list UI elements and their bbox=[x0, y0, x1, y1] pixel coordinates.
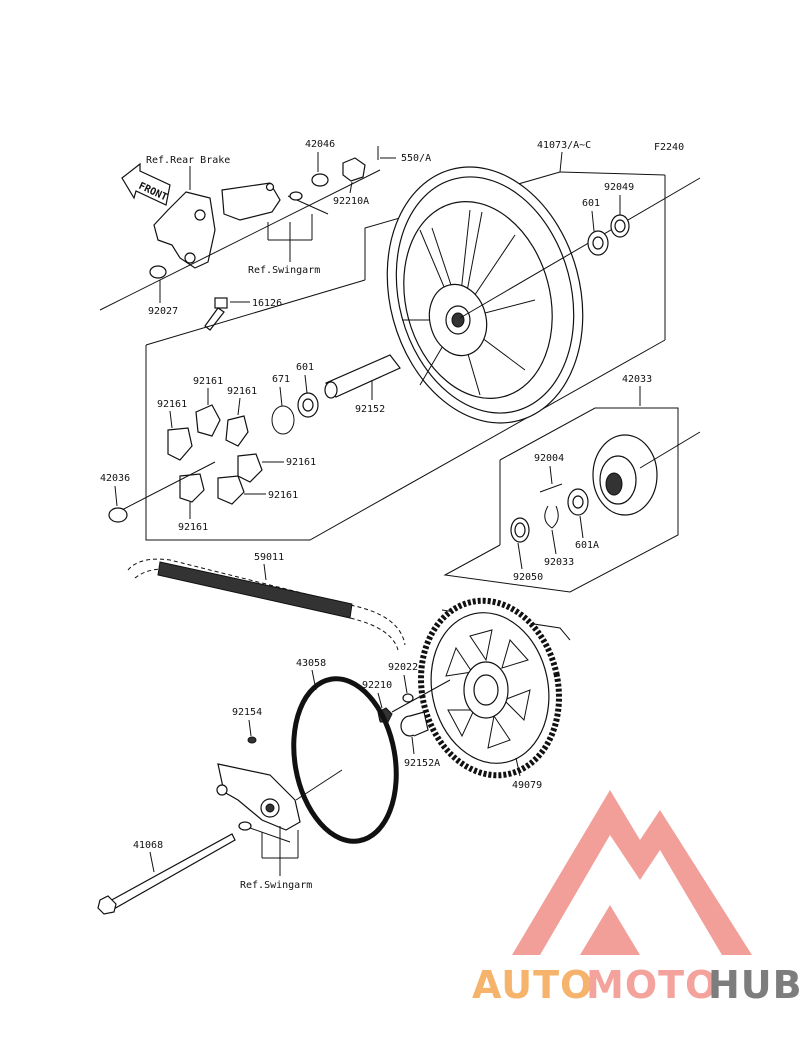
label-92050: 92050 bbox=[513, 572, 543, 583]
diagram-code: F2240 bbox=[654, 142, 684, 153]
label-550a: 550/A bbox=[401, 153, 431, 164]
logo-wordmark: AUTO MOTO HUB bbox=[472, 963, 800, 1007]
nut-92210a bbox=[342, 157, 366, 182]
air-valve-16126 bbox=[204, 297, 228, 331]
label-92161-e: 92161 bbox=[268, 490, 298, 501]
label-92161-a: 92161 bbox=[193, 376, 223, 387]
label-92161-d: 92161 bbox=[286, 457, 316, 468]
label-92210a: 92210A bbox=[333, 196, 369, 207]
label-92027: 92027 bbox=[148, 306, 178, 317]
logo-moto: MOTO bbox=[586, 963, 718, 1007]
caliper-bracket bbox=[153, 191, 216, 269]
oring-671 bbox=[271, 405, 295, 435]
label-41073: 41073/A~C bbox=[537, 140, 591, 151]
front-arrow-icon: FRONT bbox=[121, 162, 171, 206]
logo-hub: HUB bbox=[708, 963, 800, 1007]
ref-swingarm-bottom: Ref.Swingarm bbox=[240, 880, 312, 891]
collar-92152 bbox=[324, 354, 401, 399]
label-42046: 42046 bbox=[305, 139, 335, 150]
label-601-mid: 601 bbox=[296, 362, 314, 373]
label-601a: 601A bbox=[575, 540, 599, 551]
label-92022: 92022 bbox=[388, 662, 418, 673]
label-92049: 92049 bbox=[604, 182, 634, 193]
bolt-92154 bbox=[247, 736, 257, 744]
drive-belt-59011 bbox=[127, 558, 406, 651]
ref-swingarm-top: Ref.Swingarm bbox=[248, 265, 320, 276]
damper-group-92161 bbox=[167, 404, 263, 505]
label-16126: 16126 bbox=[252, 298, 282, 309]
label-59011: 59011 bbox=[254, 552, 284, 563]
collar-42036 bbox=[108, 507, 128, 523]
collar-92152a bbox=[400, 711, 429, 737]
label-43058: 43058 bbox=[296, 658, 326, 669]
logo-mark bbox=[512, 790, 752, 955]
spacer-92027 bbox=[149, 265, 167, 279]
axle-41068 bbox=[97, 833, 236, 915]
washer-42046 bbox=[311, 173, 329, 187]
label-41068: 41068 bbox=[133, 840, 163, 851]
washer-92022 bbox=[402, 693, 414, 703]
label-92154: 92154 bbox=[232, 707, 262, 718]
label-601-top: 601 bbox=[582, 198, 600, 209]
label-92161-c: 92161 bbox=[157, 399, 187, 410]
circlip-92033 bbox=[544, 505, 559, 529]
chain-adjuster bbox=[216, 763, 301, 831]
label-92152: 92152 bbox=[355, 404, 385, 415]
sprocket-cover-43058 bbox=[291, 676, 399, 844]
sprocket-hub-42033 bbox=[592, 434, 658, 516]
label-42033: 42033 bbox=[622, 374, 652, 385]
label-42036: 42036 bbox=[100, 473, 130, 484]
label-92161-f: 92161 bbox=[178, 522, 208, 533]
label-92004: 92004 bbox=[534, 453, 564, 464]
label-671: 671 bbox=[272, 374, 290, 385]
label-92161-b: 92161 bbox=[227, 386, 257, 397]
logo-auto: AUTO bbox=[472, 963, 593, 1007]
rear-wheel bbox=[386, 166, 584, 424]
rear-sprocket-49079 bbox=[418, 597, 562, 779]
swingarm-bracket bbox=[221, 182, 281, 221]
label-92033: 92033 bbox=[544, 557, 574, 568]
label-92210: 92210 bbox=[362, 680, 392, 691]
label-92152a: 92152A bbox=[404, 758, 440, 769]
label-49079: 49079 bbox=[512, 780, 542, 791]
ref-rear-brake: Ref.Rear Brake bbox=[146, 155, 230, 166]
